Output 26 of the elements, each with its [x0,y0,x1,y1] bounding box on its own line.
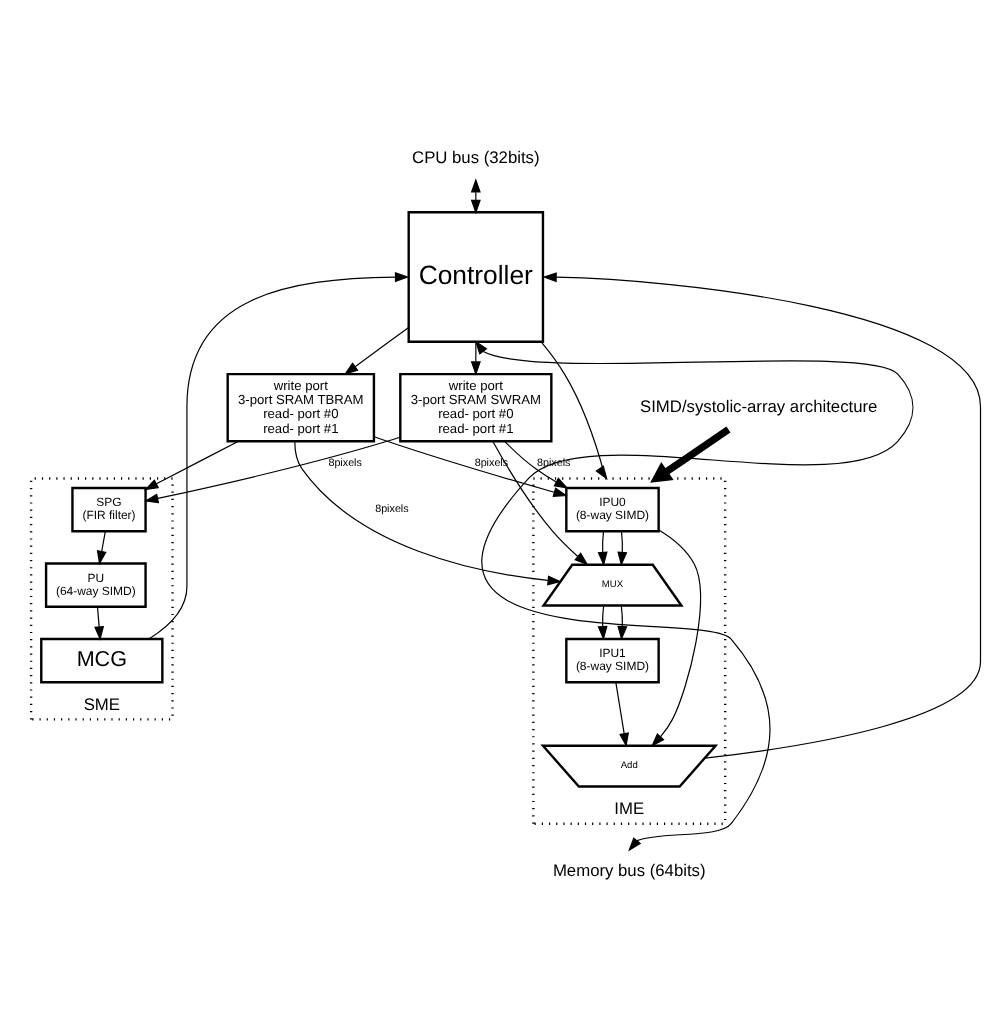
arrow [617,530,628,567]
arrow [504,440,569,489]
node-text: Memory bus (64bits) [552,860,706,881]
arrow [615,682,630,748]
arrow [96,530,107,566]
node-box: MCG [40,637,164,684]
node-text: SIMD/systolic-array architecture [640,396,878,417]
node-text: CPU bus (32bits) [412,146,540,167]
arrow [148,272,410,640]
node-box: Controller [407,211,545,343]
arrow [542,272,982,759]
arrow [597,604,608,641]
arrow [540,341,608,480]
arrow [144,436,401,504]
arrow [492,441,589,566]
arrow [144,440,239,491]
arrow [617,604,628,641]
arrow [343,326,410,375]
arrow [474,340,914,852]
arrow [597,530,608,567]
arrow [650,426,731,483]
arrow [651,529,702,747]
arrow [294,440,562,586]
arrow [470,341,481,376]
arrow [373,436,568,498]
arrow [94,606,105,641]
